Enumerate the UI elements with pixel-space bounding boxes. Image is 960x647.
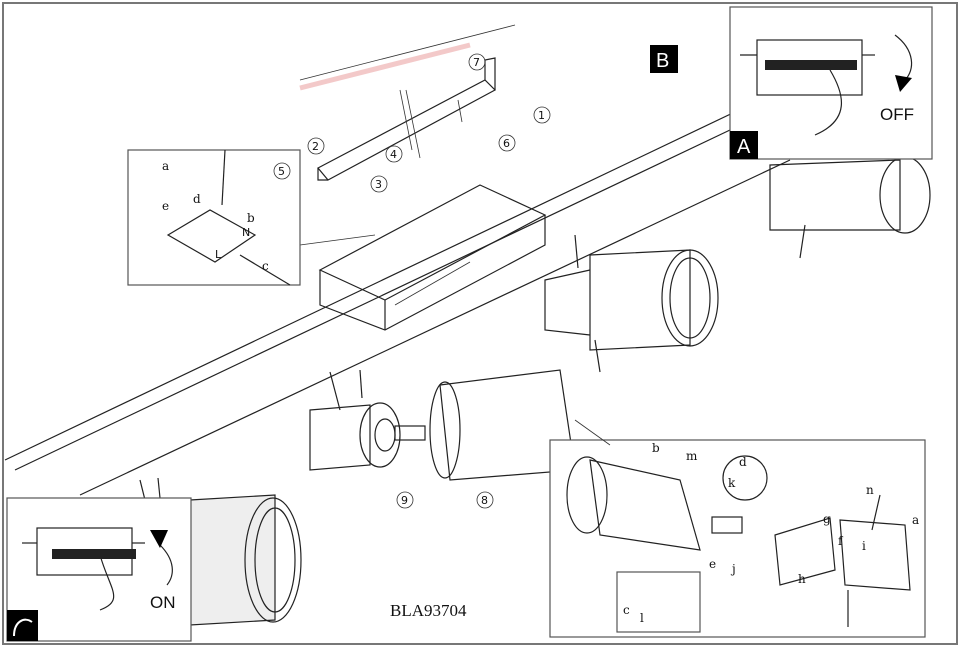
detail-label-m: m xyxy=(686,449,698,463)
spotlight-bottom xyxy=(139,477,302,626)
detail-label-f: f xyxy=(838,534,844,548)
detail-label-l: l xyxy=(640,611,644,625)
panel-a-badge: A xyxy=(737,136,751,158)
detail-label-h: h xyxy=(798,572,806,586)
panel-b-badge-bg xyxy=(650,45,678,73)
panel-b-badge: B xyxy=(656,50,669,72)
detail-label-j: j xyxy=(730,562,736,576)
detail-label-k: k xyxy=(728,476,736,490)
ceiling-line xyxy=(299,24,516,81)
model-code: BLA93704 xyxy=(390,601,467,620)
spotlight-top-right xyxy=(769,156,931,259)
detail-inset: b m d k n g a f i e j h c l xyxy=(549,419,926,638)
step-4: 4 xyxy=(390,148,397,161)
detail-label-e: e xyxy=(709,557,716,571)
wiring-label-c: c xyxy=(262,259,269,273)
detail-label-g: g xyxy=(823,512,831,526)
step-5: 5 xyxy=(278,165,285,178)
step-6: 6 xyxy=(503,137,510,150)
detail-label-b: b xyxy=(652,441,660,455)
ceiling-shade xyxy=(299,42,471,91)
step-9: 9 xyxy=(401,494,408,507)
detail-label-a: a xyxy=(912,513,919,527)
panel-a-breaker-off: OFF A xyxy=(729,6,933,160)
step-2: 2 xyxy=(312,140,319,153)
off-label: OFF xyxy=(880,105,914,124)
detail-label-i: i xyxy=(862,539,866,553)
spotlight-exploded xyxy=(309,369,576,481)
rail-bar xyxy=(4,99,791,496)
mounting-bracket xyxy=(317,57,496,181)
detail-label-n: n xyxy=(866,483,874,497)
wiring-label-a: a xyxy=(162,159,169,173)
step-8: 8 xyxy=(481,494,488,507)
spotlight-right xyxy=(544,234,719,373)
terminal-n: N xyxy=(242,226,250,239)
step-7: 7 xyxy=(473,56,480,69)
wiring-label-d: d xyxy=(193,192,201,206)
wiring-label-b: b xyxy=(247,211,255,225)
step-3: 3 xyxy=(375,178,382,191)
canopy-box xyxy=(299,184,547,331)
panel-c-breaker-on: ON xyxy=(6,497,192,642)
on-label: ON xyxy=(150,593,176,612)
detail-label-d: d xyxy=(739,455,747,469)
step-1: 1 xyxy=(538,109,545,122)
step-markers: 1 2 3 4 5 6 7 8 9 xyxy=(273,53,551,509)
detail-label-c: c xyxy=(623,603,630,617)
wiring-inset: a b c d e N L xyxy=(127,149,301,286)
wiring-label-e: e xyxy=(162,199,169,213)
panel-c-badge xyxy=(7,610,38,641)
terminal-l: L xyxy=(215,248,222,261)
